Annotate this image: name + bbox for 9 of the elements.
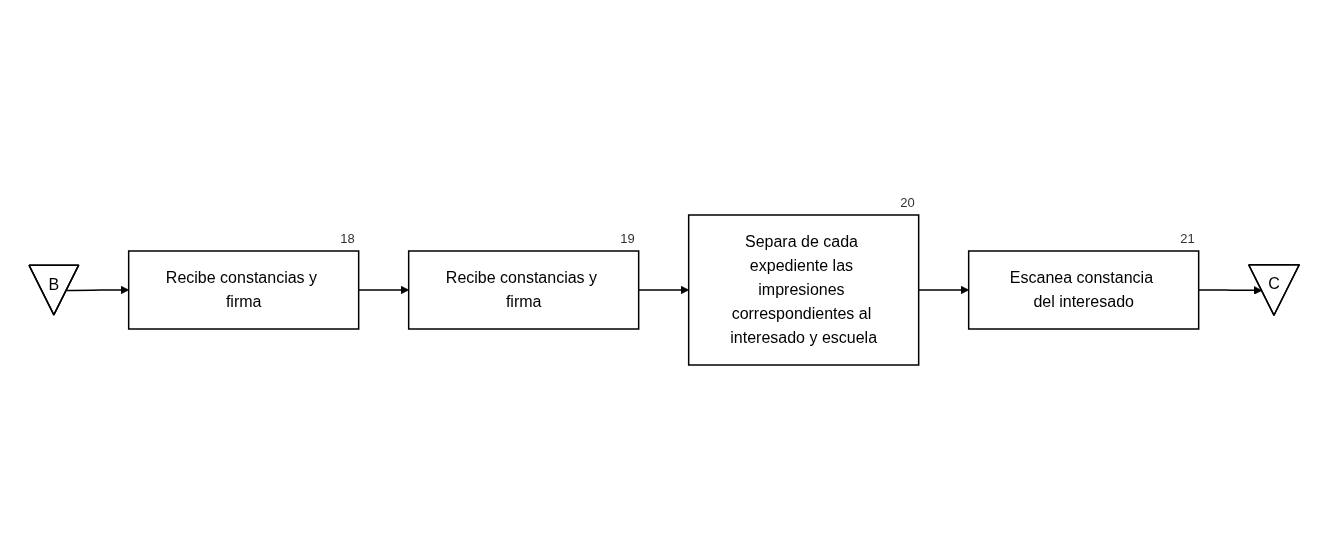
arrow — [65, 285, 129, 295]
node-box: Recibe constancias y firma — [127, 250, 360, 330]
node-box: Escanea constancia del interesado — [967, 250, 1200, 330]
node-box: Recibe constancias y firma — [407, 250, 640, 330]
node-box: Separa de cada expediente las impresiones correspondientes al interesado y escuela — [687, 214, 920, 366]
step-number: 18 — [340, 231, 355, 246]
step-number: 21 — [1180, 231, 1195, 246]
step-number: 19 — [620, 231, 635, 246]
step-number: 20 — [900, 195, 915, 210]
